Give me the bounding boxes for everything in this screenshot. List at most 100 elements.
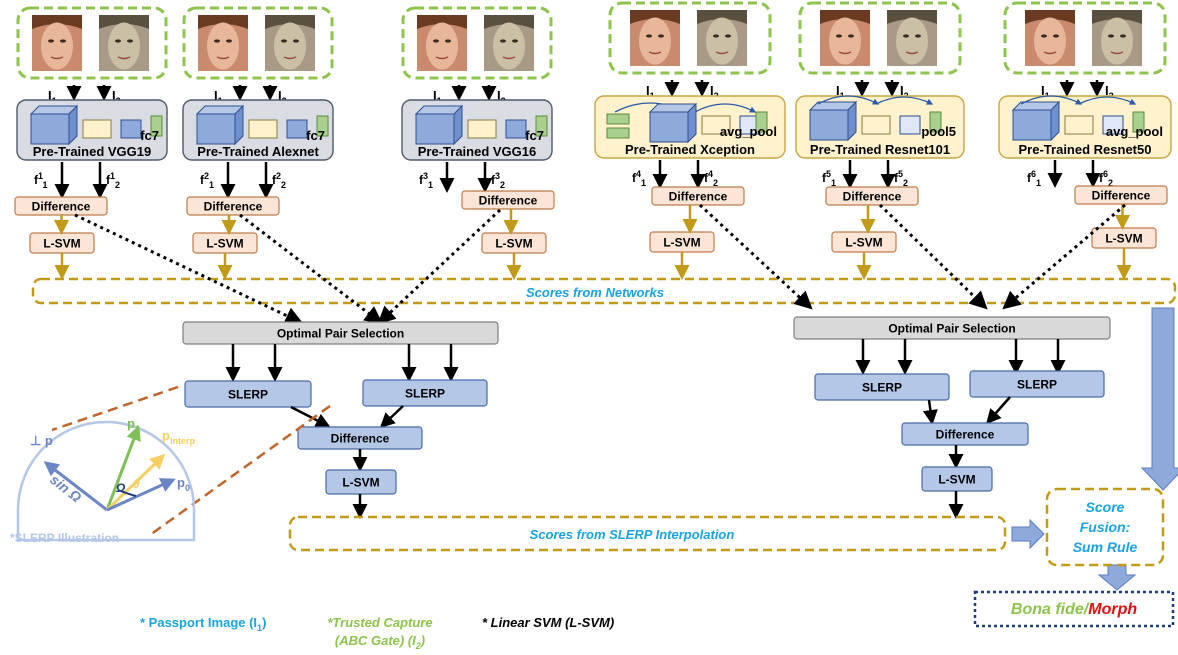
vector-perp-p: [43, 461, 108, 512]
face-mouth: [715, 51, 729, 55]
conv-block-side-face: [1050, 100, 1060, 142]
feature-layer-label: fc7: [525, 128, 544, 143]
face-hair: [265, 15, 315, 29]
network-column-2: I1I2fc7Pre-Trained Alexnetf21f22Differen…: [182, 6, 334, 280]
face-eye-left: [433, 39, 439, 43]
face-eye-right: [445, 39, 451, 43]
face-eye-left: [903, 34, 909, 38]
label-feature-1: f51: [822, 169, 836, 188]
slerp-label: SLERP: [228, 388, 268, 402]
difference-box: [651, 186, 745, 206]
conv-block-large: [415, 113, 455, 145]
dotted-arrow-to-pair-selection: [74, 213, 304, 324]
dotted-arrow-to-pair-selection: [878, 203, 988, 310]
feature-layer-label: avg_pool: [720, 124, 777, 139]
face-hair: [820, 10, 870, 24]
skip-connection-arc: [817, 95, 880, 105]
passport-face-image: [417, 15, 467, 71]
scores-slerp-label: Scores from SLERP Interpolation: [530, 527, 735, 542]
label-theta: θ: [133, 477, 140, 491]
face-pair-frame: [1003, 1, 1167, 75]
optimal-pair-selection-label: Optimal Pair Selection: [277, 327, 404, 341]
feature-layer-label: fc7: [140, 128, 159, 143]
face-mouth: [117, 56, 131, 60]
zoom-line-bottom: [149, 404, 331, 537]
label-p0: p0: [177, 475, 190, 493]
zoom-line-top: [51, 385, 179, 432]
slerp-illustration-caption: *SLERP Illustration: [10, 531, 119, 545]
score-fusion-box: [1045, 487, 1165, 567]
feature-layer-label: avg_pool: [1106, 124, 1163, 139]
face-hair: [630, 10, 680, 24]
trusted-capture-face-image: [887, 10, 937, 66]
conv-block-small: [1102, 115, 1124, 135]
lsvm-label: L-SVM: [663, 236, 700, 250]
difference-box: [901, 422, 1029, 446]
face-hair: [697, 10, 747, 24]
face-eye-right: [915, 34, 921, 38]
face-skin: [274, 22, 306, 70]
label-feature-2: f42: [704, 169, 718, 188]
face-eye-right: [725, 34, 731, 38]
skip-connection-arc: [694, 103, 757, 113]
face-mouth: [435, 56, 449, 60]
network-column-1: I1I2fc7Pre-Trained VGG19f11f12Difference…: [14, 6, 168, 280]
legend-trusted-line1: *Trusted Capture: [327, 615, 432, 630]
optimal-pair-selection-box: [793, 316, 1111, 340]
face-pair-frame: [401, 6, 553, 80]
conv-block-large: [809, 109, 849, 141]
label-feature-2: f52: [894, 169, 908, 188]
arrow-slerp-to-fusion: [1011, 518, 1045, 550]
label-feature-1: f21: [200, 171, 214, 190]
face-skin: [1034, 17, 1066, 65]
score-fusion-line-2: Fusion:: [1080, 519, 1131, 535]
lsvm-label: L-SVM: [43, 237, 80, 251]
face-hair: [198, 15, 248, 29]
conv-block-large: [30, 113, 70, 145]
face-pair-frame: [182, 6, 334, 80]
lsvm-label: L-SVM: [206, 237, 243, 251]
difference-box: [461, 190, 555, 210]
lsvm-label: L-SVM: [938, 473, 975, 487]
label-feature-1: f61: [1027, 169, 1041, 188]
conv-block-large: [649, 111, 689, 143]
network-name-label: Pre-Trained VGG16: [418, 144, 537, 159]
face-skin: [639, 17, 671, 65]
lsvm-label: L-SVM: [845, 236, 882, 250]
face-hair: [484, 15, 534, 29]
label-feature-1: f41: [632, 169, 646, 188]
face-eye-right: [658, 34, 664, 38]
label-feature-1: f11: [34, 171, 48, 190]
network-column-3: I1I2fc7Pre-Trained VGG16f31f32Difference…: [401, 6, 555, 280]
scores-networks-band: [31, 277, 1177, 305]
face-eye-right: [293, 39, 299, 43]
conv-block-side-face: [687, 102, 697, 144]
slerp-semicircle: [16, 420, 196, 542]
face-mouth: [502, 56, 516, 60]
difference-label: Difference: [479, 194, 538, 208]
conv-block-medium: [701, 115, 731, 135]
face-mouth: [1110, 51, 1124, 55]
face-eye-left: [115, 39, 121, 43]
feature-vector-block: [1132, 111, 1145, 133]
difference-label: Difference: [32, 200, 91, 214]
face-hair: [32, 15, 82, 29]
network-column-5: I1I2pool5Pre-Trained Resnet101f51f52Diff…: [795, 1, 965, 280]
optimal-pair-selection-label: Optimal Pair Selection: [888, 322, 1015, 336]
face-eye-right: [226, 39, 232, 43]
feature-layer-label: fc7: [306, 128, 325, 143]
dotted-arrow-to-pair-selection: [239, 213, 383, 325]
label-perp-p: ⊥ p: [30, 433, 53, 448]
face-mouth: [838, 51, 852, 55]
difference-label: Difference: [936, 428, 995, 442]
conv-block-small: [286, 119, 308, 139]
arrow-networks-to-fusion: [1140, 307, 1178, 491]
vector-pinterp: [105, 453, 166, 512]
trusted-capture-face-image: [697, 10, 747, 66]
conv-block-medium: [467, 119, 497, 139]
face-skin: [829, 17, 861, 65]
face-eye-left: [1108, 34, 1114, 38]
slerp-box: [814, 373, 950, 401]
